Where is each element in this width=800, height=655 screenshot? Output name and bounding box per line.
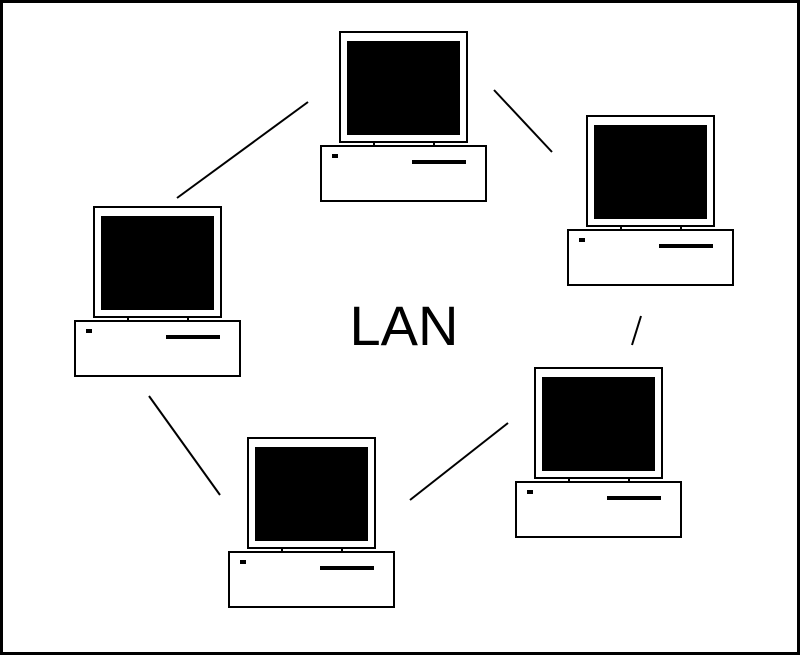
- desktop-computer-icon: [567, 115, 734, 286]
- system-unit: [515, 481, 682, 538]
- desktop-computer-icon: [515, 367, 682, 538]
- disk-drive: [659, 244, 713, 248]
- computer-right-upper: [567, 115, 734, 286]
- system-unit: [228, 551, 395, 608]
- monitor-screen: [594, 125, 707, 219]
- desktop-computer-icon: [74, 206, 241, 377]
- link-left-to-top: [176, 101, 309, 199]
- system-unit: [320, 145, 487, 202]
- monitor-screen: [101, 216, 214, 310]
- computer-bottom: [228, 437, 395, 608]
- drive-slot: [86, 329, 92, 333]
- drive-slot: [579, 238, 585, 242]
- connection-lines: [148, 89, 642, 501]
- system-unit: [567, 229, 734, 286]
- computer-right-lower: [515, 367, 682, 538]
- disk-drive: [412, 160, 466, 164]
- link-right-lower-to-bottom: [409, 422, 509, 501]
- disk-drive: [320, 566, 374, 570]
- disk-drive: [166, 335, 220, 339]
- monitor-screen: [255, 447, 368, 541]
- desktop-computer-icon: [320, 31, 487, 202]
- disk-drive: [607, 496, 661, 500]
- monitor-screen: [347, 41, 460, 135]
- drive-slot: [332, 154, 338, 158]
- lan-network-diagram: LAN: [74, 31, 734, 608]
- link-top-to-right-upper: [493, 89, 553, 153]
- link-right-upper-to-right-lower: [631, 315, 642, 346]
- drive-slot: [527, 490, 533, 494]
- network-label: LAN: [350, 294, 459, 357]
- desktop-computer-icon: [228, 437, 395, 608]
- link-bottom-to-left: [148, 395, 221, 496]
- computer-top: [320, 31, 487, 202]
- monitor-screen: [542, 377, 655, 471]
- drive-slot: [240, 560, 246, 564]
- computer-left: [74, 206, 241, 377]
- system-unit: [74, 320, 241, 377]
